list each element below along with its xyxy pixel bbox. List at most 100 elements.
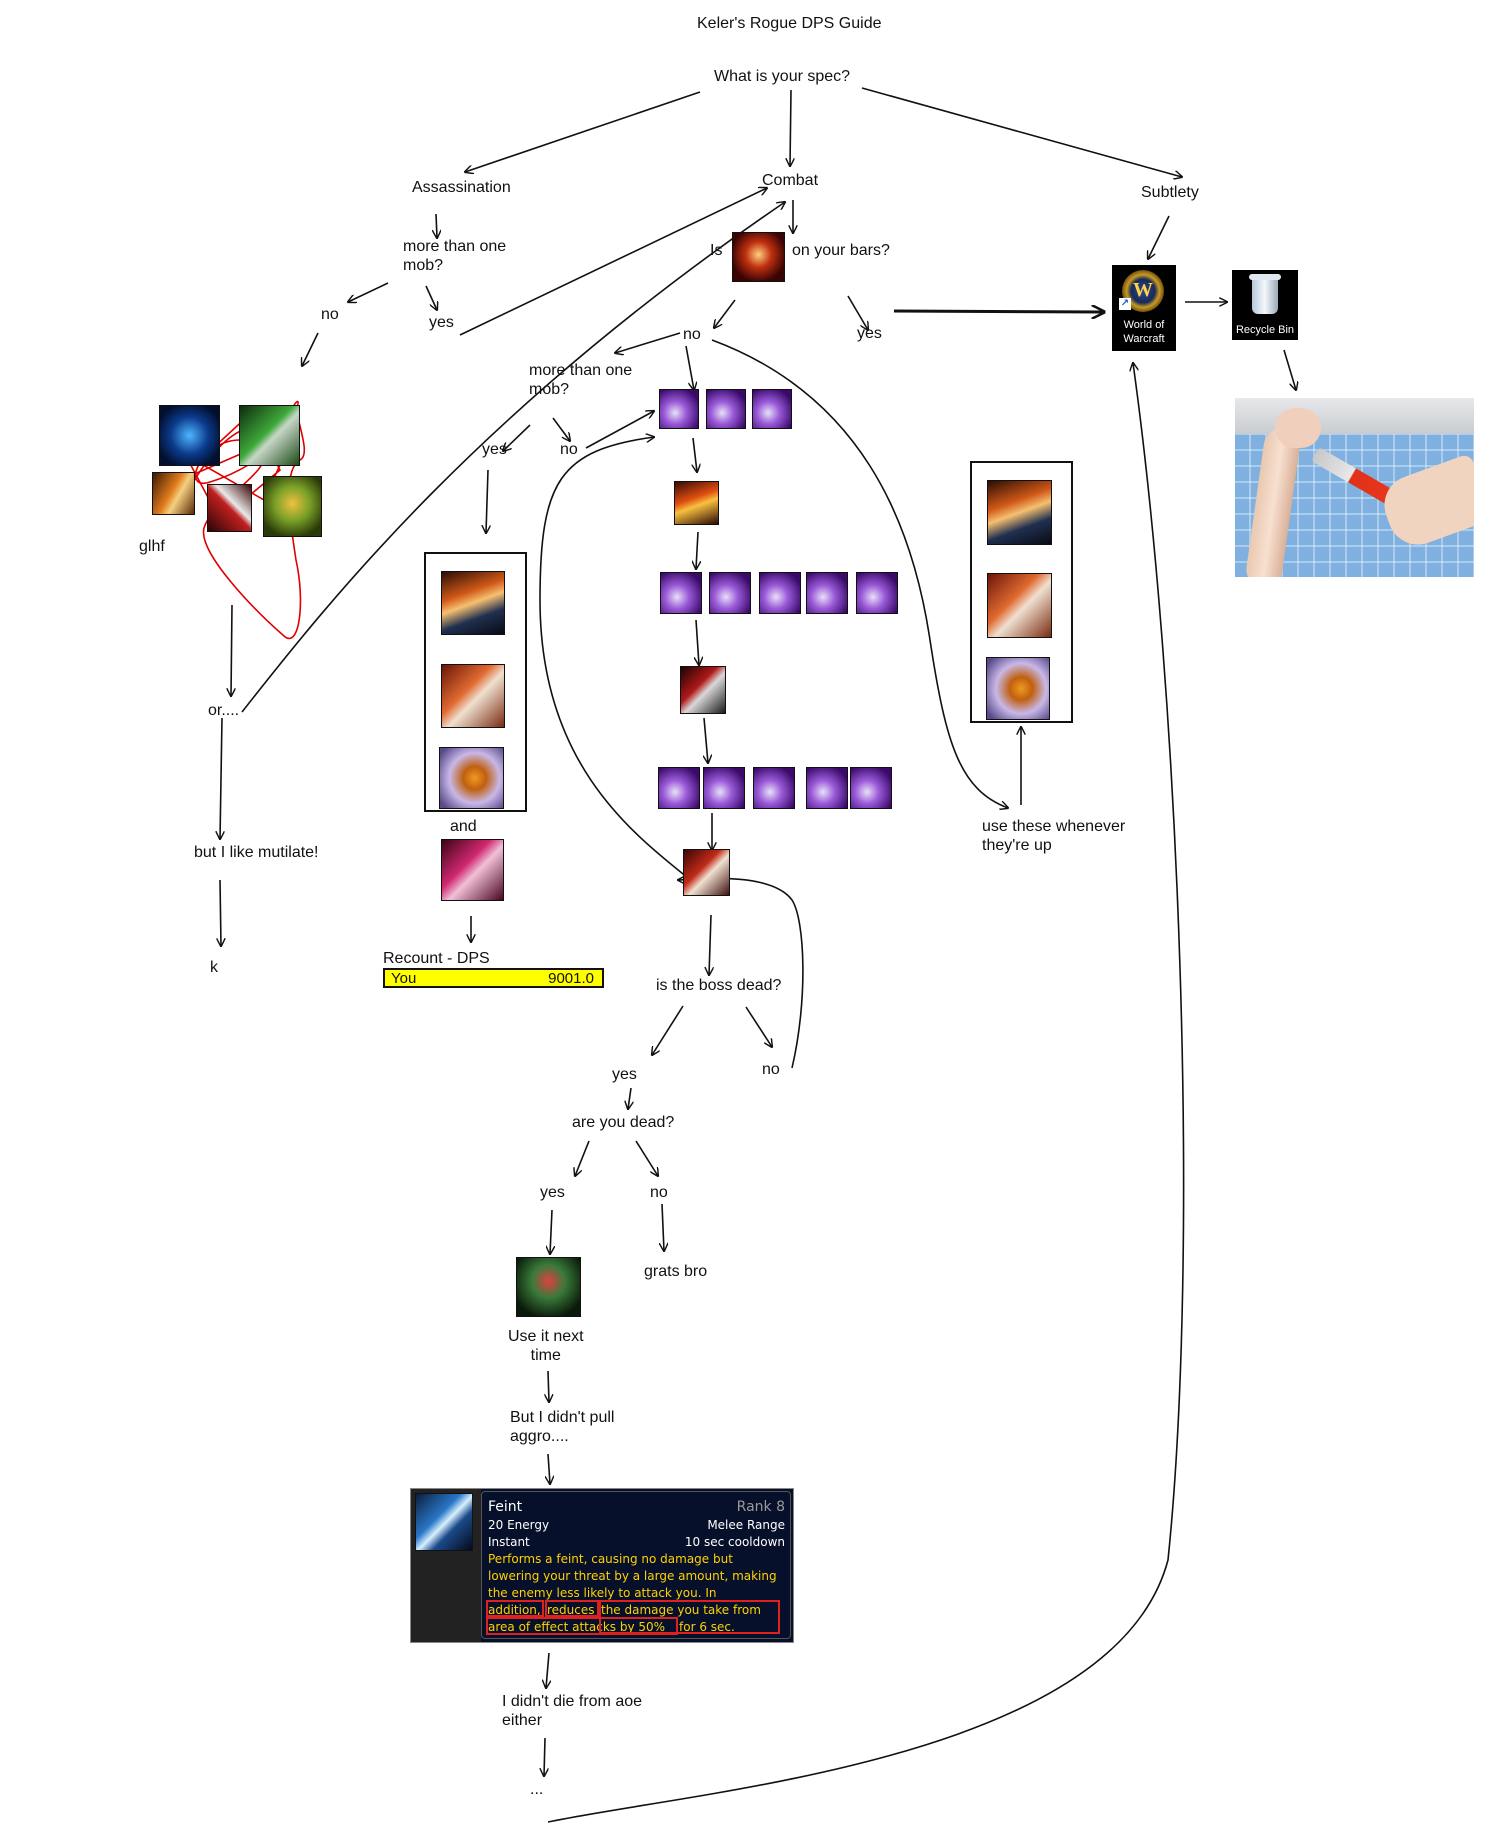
wow-desktop-shortcut[interactable]: W ↗ World of Warcraft: [1112, 265, 1176, 351]
sinister-strike-icon: [709, 572, 751, 614]
feint-desc-line5b: for 6 sec.: [679, 1620, 735, 1634]
recycle-bin-icon: [1252, 276, 1278, 314]
arrow-boss-to-no: [745, 1006, 772, 1047]
arrow-ellipsis-to-wow: [547, 363, 1185, 1823]
arrow-assa-to-yes: [425, 285, 437, 310]
or-label: or....: [208, 702, 240, 719]
arrow-subtlety-to-wow: [1148, 215, 1170, 259]
arrow-didnt-die-down: [544, 1737, 545, 1776]
feint-tooltip-body: [481, 1491, 791, 1639]
arrow-no-to-rotation: [685, 345, 694, 390]
arrow-cluster-to-or: [231, 604, 232, 696]
arrow-no-down: [302, 332, 319, 366]
boss-yes-label: yes: [612, 1066, 637, 1083]
arrow-mutilate-to-k: [220, 879, 221, 946]
fan-of-knives-icon: [986, 657, 1050, 720]
arrow-recycle-to-photo: [1283, 349, 1296, 390]
feint-cast: Instant: [488, 1535, 530, 1549]
recycle-bin-shortcut[interactable]: Recycle Bin: [1232, 270, 1298, 340]
boss-no-label: no: [762, 1061, 780, 1078]
you-yes-label: yes: [540, 1184, 565, 1201]
arrow-mob-to-no: [552, 417, 570, 441]
you-dead-question: are you dead?: [572, 1114, 675, 1131]
feint-desc-line4b: reduces: [547, 1603, 595, 1617]
is-label: Is: [710, 242, 723, 259]
feint-rank: Rank 8: [736, 1499, 785, 1515]
arrow-killing-to-boss: [709, 914, 711, 975]
feint-cost: 20 Energy: [488, 1518, 550, 1532]
sinister-strike-icon: [753, 767, 795, 809]
wow-label: World of Warcraft: [1123, 319, 1165, 345]
recount-title: Recount - DPS: [383, 950, 490, 967]
sinister-strike-icon: [850, 767, 892, 809]
assa-yes-label: yes: [429, 314, 454, 331]
sinister-strike-icon: [752, 389, 792, 429]
assa-no-label: no: [321, 306, 339, 323]
recount-bar: You 9001.0: [383, 968, 604, 988]
recycle-bin-lid: [1249, 274, 1281, 280]
k-label: k: [210, 959, 218, 976]
spec-question: What is your spec?: [714, 68, 851, 85]
arrow-no-to-grats: [662, 1203, 664, 1251]
killing-spree-icon: [441, 839, 504, 901]
bars-yes-label: yes: [857, 325, 882, 342]
highlight-addition: [486, 1600, 544, 1617]
and-label: and: [450, 818, 477, 835]
cooldowns-box: [970, 461, 1073, 723]
combat-no-label: no: [560, 441, 578, 458]
feint-icon: [415, 1493, 473, 1551]
use-next-time-label: Use it next time: [508, 1328, 584, 1364]
didnt-pull-label: But I didn't pull aggro....: [510, 1409, 615, 1445]
arrow-rotation-1: [693, 437, 697, 472]
arrow-use-next-down: [548, 1370, 549, 1402]
arrow-bars-to-no: [714, 299, 736, 328]
rupture-icon: [680, 666, 726, 714]
arrow-no-loop-up: [678, 878, 804, 1069]
highlight-aoe-50: [486, 1617, 678, 1635]
arrow-no-to-more-mobs: [615, 332, 681, 353]
arrow-spec-to-combat: [790, 89, 791, 166]
adrenaline-rush-icon: [732, 232, 785, 282]
arrow-or-back-to-combat: [241, 202, 785, 713]
sinister-strike-icon: [658, 767, 700, 809]
arrow-or-to-mutilate: [220, 717, 222, 839]
arrow-you-to-no: [635, 1140, 658, 1176]
photo-wrist-cutter: [1235, 398, 1474, 577]
arrow-bars-to-yes: [847, 295, 868, 330]
photo-fist: [1275, 408, 1321, 448]
arrow-yes-to-combat: [459, 188, 767, 336]
feint-name: Feint: [488, 1499, 523, 1515]
feint-range: Melee Range: [707, 1518, 785, 1532]
envenom-icon: [263, 476, 322, 537]
mutilate-icon: [207, 484, 252, 532]
arrow-yes-to-aoe-box: [486, 469, 488, 533]
recount-value: 9001.0: [548, 970, 594, 987]
eviscerate-icon: [441, 664, 505, 728]
sinister-strike-icon: [759, 572, 801, 614]
aoe-cooldown-box: [424, 552, 527, 812]
feint-desc-line5a: area of effect attacks by 50%: [488, 1620, 666, 1634]
sinister-strike-icon: [659, 389, 699, 429]
bars-no-label: no: [683, 326, 701, 343]
but-mutilate-label: but I like mutilate!: [194, 844, 319, 861]
ellipsis-label: ...: [530, 1781, 544, 1798]
assa-more-than-one-mob: more than one mob?: [403, 238, 507, 274]
feint-desc-line1: Performs a feint, causing no damage but: [488, 1552, 733, 1566]
photo-wall-top: [1235, 398, 1474, 434]
arrow-yes-to-vanish: [550, 1209, 552, 1254]
boss-dead-question: is the boss dead?: [656, 977, 782, 994]
arrow-you-to-yes: [575, 1140, 590, 1176]
green-dagger-icon: [239, 405, 300, 466]
sinister-strike-icon: [660, 572, 702, 614]
arrow-spec-to-subtlety: [861, 87, 1182, 177]
slice-and-dice-icon: [674, 481, 719, 525]
you-no-label: no: [650, 1184, 668, 1201]
shortcut-arrow-icon: ↗: [1119, 298, 1131, 310]
arrow-feint-to-didnt-die: [546, 1652, 549, 1688]
arrow-yes-to-you-dead: [628, 1087, 631, 1109]
combat-label: Combat: [762, 172, 819, 189]
blue-swords-icon: [159, 405, 220, 466]
didnt-die-label: I didn't die from aoe either: [502, 1693, 643, 1729]
